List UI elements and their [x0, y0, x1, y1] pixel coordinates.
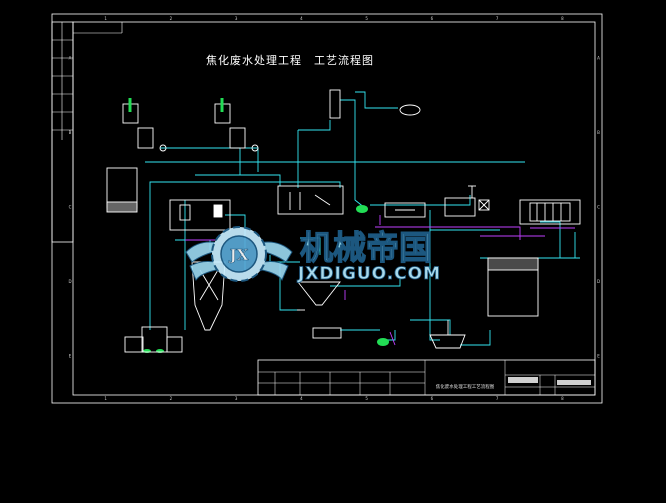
bottom-tick-label: 6: [431, 396, 434, 401]
process-pipes: [145, 91, 580, 346]
outlet-sump: [429, 334, 466, 349]
left-tick-label: B: [69, 130, 72, 135]
left-tick-label: D: [68, 279, 71, 284]
left-tick-label: E: [69, 354, 72, 359]
air-blower: [399, 104, 421, 116]
drawing-title: 焦化废水处理工程 工艺流程图: [206, 53, 374, 67]
top-tick-label: 4: [300, 16, 303, 21]
watermark-logo: JX 机械帝国 JXDIGUO.COM: [185, 226, 441, 284]
top-tick-label: 1: [104, 16, 107, 21]
right-tick-label: C: [597, 205, 600, 210]
dosing-pipes: [185, 215, 575, 346]
inner-border: [72, 21, 596, 396]
title-block: 焦化废水处理工程工艺流程图: [257, 359, 596, 396]
bottom-tick-label: 5: [365, 396, 368, 401]
left-tick-label: C: [69, 205, 72, 210]
bottom-tick-label: 1: [104, 396, 107, 401]
top-tick-label: 7: [496, 16, 499, 21]
biochemical-tank: [519, 199, 581, 225]
filter-unit: [384, 202, 426, 218]
dosing-pump-2: [251, 144, 259, 152]
right-tick-label: E: [597, 354, 600, 359]
cooling-tower: [329, 89, 341, 119]
sedimentation-tank: [444, 197, 476, 217]
top-tick-label: 5: [365, 16, 368, 21]
filter-press: [312, 327, 342, 339]
gear-wings-emblem: JX: [185, 226, 293, 282]
right-tick-label: A: [597, 55, 600, 60]
bottom-tick-label: 7: [496, 396, 499, 401]
bottom-tick-label: 2: [170, 396, 173, 401]
green-pump-2: [377, 338, 389, 346]
bottom-tick-label: 3: [235, 396, 238, 401]
right-tick-label: D: [597, 279, 600, 284]
sludge-tank-2: [141, 326, 168, 353]
dosing-tank-4: [229, 127, 246, 149]
top-tick-label: 3: [235, 16, 238, 21]
emblem-letters: JX: [228, 246, 249, 264]
dosing-tank-2: [137, 127, 154, 149]
aeration-tank: [277, 185, 344, 215]
top-tick-label: 6: [431, 16, 434, 21]
sludge-hopper: [297, 281, 341, 306]
left-tick-label: A: [69, 55, 72, 60]
sludge-tank-1: [124, 336, 144, 353]
equipment: [106, 89, 581, 353]
watermark-en: JXDIGUO.COM: [297, 264, 441, 284]
title-block-name: 焦化废水处理工程工艺流程图: [436, 383, 495, 390]
dosing-pump-1: [159, 144, 167, 152]
watermark-cn: 机械帝国: [300, 228, 432, 267]
bottom-tick-label: 8: [561, 396, 564, 401]
reaction-tank: [169, 199, 231, 231]
green-pump-1: [356, 205, 368, 213]
top-tick-label: 2: [170, 16, 173, 21]
right-tick-label: B: [597, 130, 600, 135]
top-tick-label: 8: [561, 16, 564, 21]
bottom-tick-label: 4: [300, 396, 303, 401]
sludge-tank-3: [166, 336, 183, 353]
